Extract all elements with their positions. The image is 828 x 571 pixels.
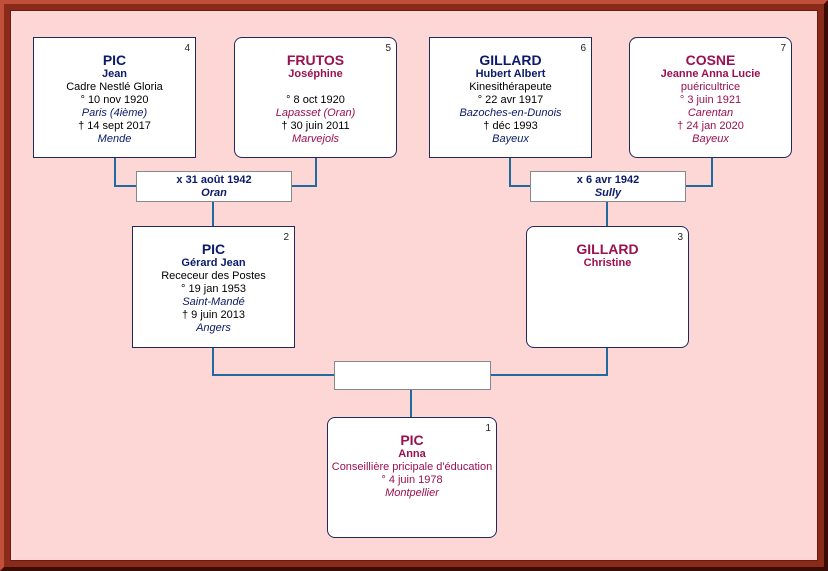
occupation: Kinesithérapeute xyxy=(469,81,552,93)
sosa-number: 1 xyxy=(485,423,491,434)
death-place: Mende xyxy=(97,133,132,145)
marriage-place: Oran xyxy=(201,187,227,199)
link-6 xyxy=(509,158,530,187)
birth-place: Carentan xyxy=(687,107,734,119)
sosa-number: 3 xyxy=(677,232,683,243)
death-place: Marvejols xyxy=(291,133,340,145)
birth-place: Lapasset (Oran) xyxy=(275,107,356,119)
surname: PIC xyxy=(201,241,226,257)
person-card-7[interactable]: 7 COSNE Jeanne Anna Lucie puéricultrice … xyxy=(629,37,792,158)
birth-date: ° 4 juin 1978 xyxy=(381,474,443,486)
birth-date: ° 10 nov 1920 xyxy=(80,94,149,106)
sosa-number: 7 xyxy=(780,43,786,54)
birth-date: ° 8 oct 1920 xyxy=(286,94,345,106)
marriage-box-2-3 xyxy=(334,361,491,390)
death-place: Bayeux xyxy=(692,133,729,145)
person-card-6[interactable]: 6 GILLARD Hubert Albert Kinesithérapeute… xyxy=(429,37,592,158)
death-date: † déc 1993 xyxy=(483,120,538,132)
given-name: Christine xyxy=(583,257,632,269)
marriage-date: x 31 août 1942 xyxy=(176,174,252,186)
sosa-number: 2 xyxy=(283,232,289,243)
surname: COSNE xyxy=(685,52,736,68)
birth-place: Montpellier xyxy=(385,487,439,499)
birth-date: ° 22 avr 1917 xyxy=(477,94,544,106)
marriage-box-4-5: x 31 août 1942 Oran xyxy=(136,171,292,202)
occupation: Cadre Nestlé Gloria xyxy=(66,81,163,93)
link-3 xyxy=(490,347,608,376)
death-date: † 30 juin 2011 xyxy=(281,120,350,132)
death-place: Bayeux xyxy=(492,133,529,145)
marriage-date: x 6 avr 1942 xyxy=(576,174,640,186)
birth-date: ° 3 juin 1921 xyxy=(679,94,742,106)
blank-occupation xyxy=(235,81,396,94)
sosa-number: 4 xyxy=(184,43,190,54)
link-5 xyxy=(291,158,317,187)
sosa-number: 6 xyxy=(580,43,586,54)
given-name: Hubert Albert xyxy=(475,68,546,80)
death-date: † 14 sept 2017 xyxy=(78,120,151,132)
given-name: Jean xyxy=(101,68,128,80)
death-date: † 9 juin 2013 xyxy=(182,309,245,321)
surname: FRUTOS xyxy=(286,52,345,68)
birth-place: Bazoches-en-Dunois xyxy=(459,107,562,119)
surname: GILLARD xyxy=(576,241,639,257)
person-card-5[interactable]: 5 FRUTOS Joséphine ° 8 oct 1920 Lapasset… xyxy=(234,37,397,158)
marriage-box-6-7: x 6 avr 1942 Sully xyxy=(530,171,686,202)
given-name: Anna xyxy=(398,448,426,460)
link-2 xyxy=(212,347,335,376)
person-card-4[interactable]: 4 PIC Jean Cadre Nestlé Gloria ° 10 nov … xyxy=(33,37,196,158)
birth-date: ° 19 jan 1953 xyxy=(181,283,246,295)
person-card-3[interactable]: 3 GILLARD Christine xyxy=(526,226,689,348)
birth-place: Paris (4ième) xyxy=(81,107,148,119)
occupation: Conseillière pricipale d'éducation xyxy=(331,461,493,473)
surname: GILLARD xyxy=(479,52,542,68)
occupation: puéricultrice xyxy=(680,81,741,93)
surname: PIC xyxy=(102,52,127,68)
link-4 xyxy=(114,158,136,187)
sosa-number: 5 xyxy=(385,43,391,54)
given-name: Joséphine xyxy=(288,68,343,80)
death-place: Angers xyxy=(196,322,231,334)
occupation: Receceur des Postes xyxy=(161,270,266,282)
given-name: Jeanne Anna Lucie xyxy=(660,68,761,80)
surname: PIC xyxy=(400,432,424,448)
person-card-1[interactable]: 1 PIC Anna Conseillière pricipale d'éduc… xyxy=(327,417,497,538)
marriage-place: Sully xyxy=(594,187,622,199)
given-name: Gérard Jean xyxy=(181,257,246,269)
link-7 xyxy=(686,158,713,187)
birth-place: Saint-Mandé xyxy=(182,296,245,308)
death-date: † 24 jan 2020 xyxy=(677,120,744,132)
person-card-2[interactable]: 2 PIC Gérard Jean Receceur des Postes ° … xyxy=(132,226,295,348)
